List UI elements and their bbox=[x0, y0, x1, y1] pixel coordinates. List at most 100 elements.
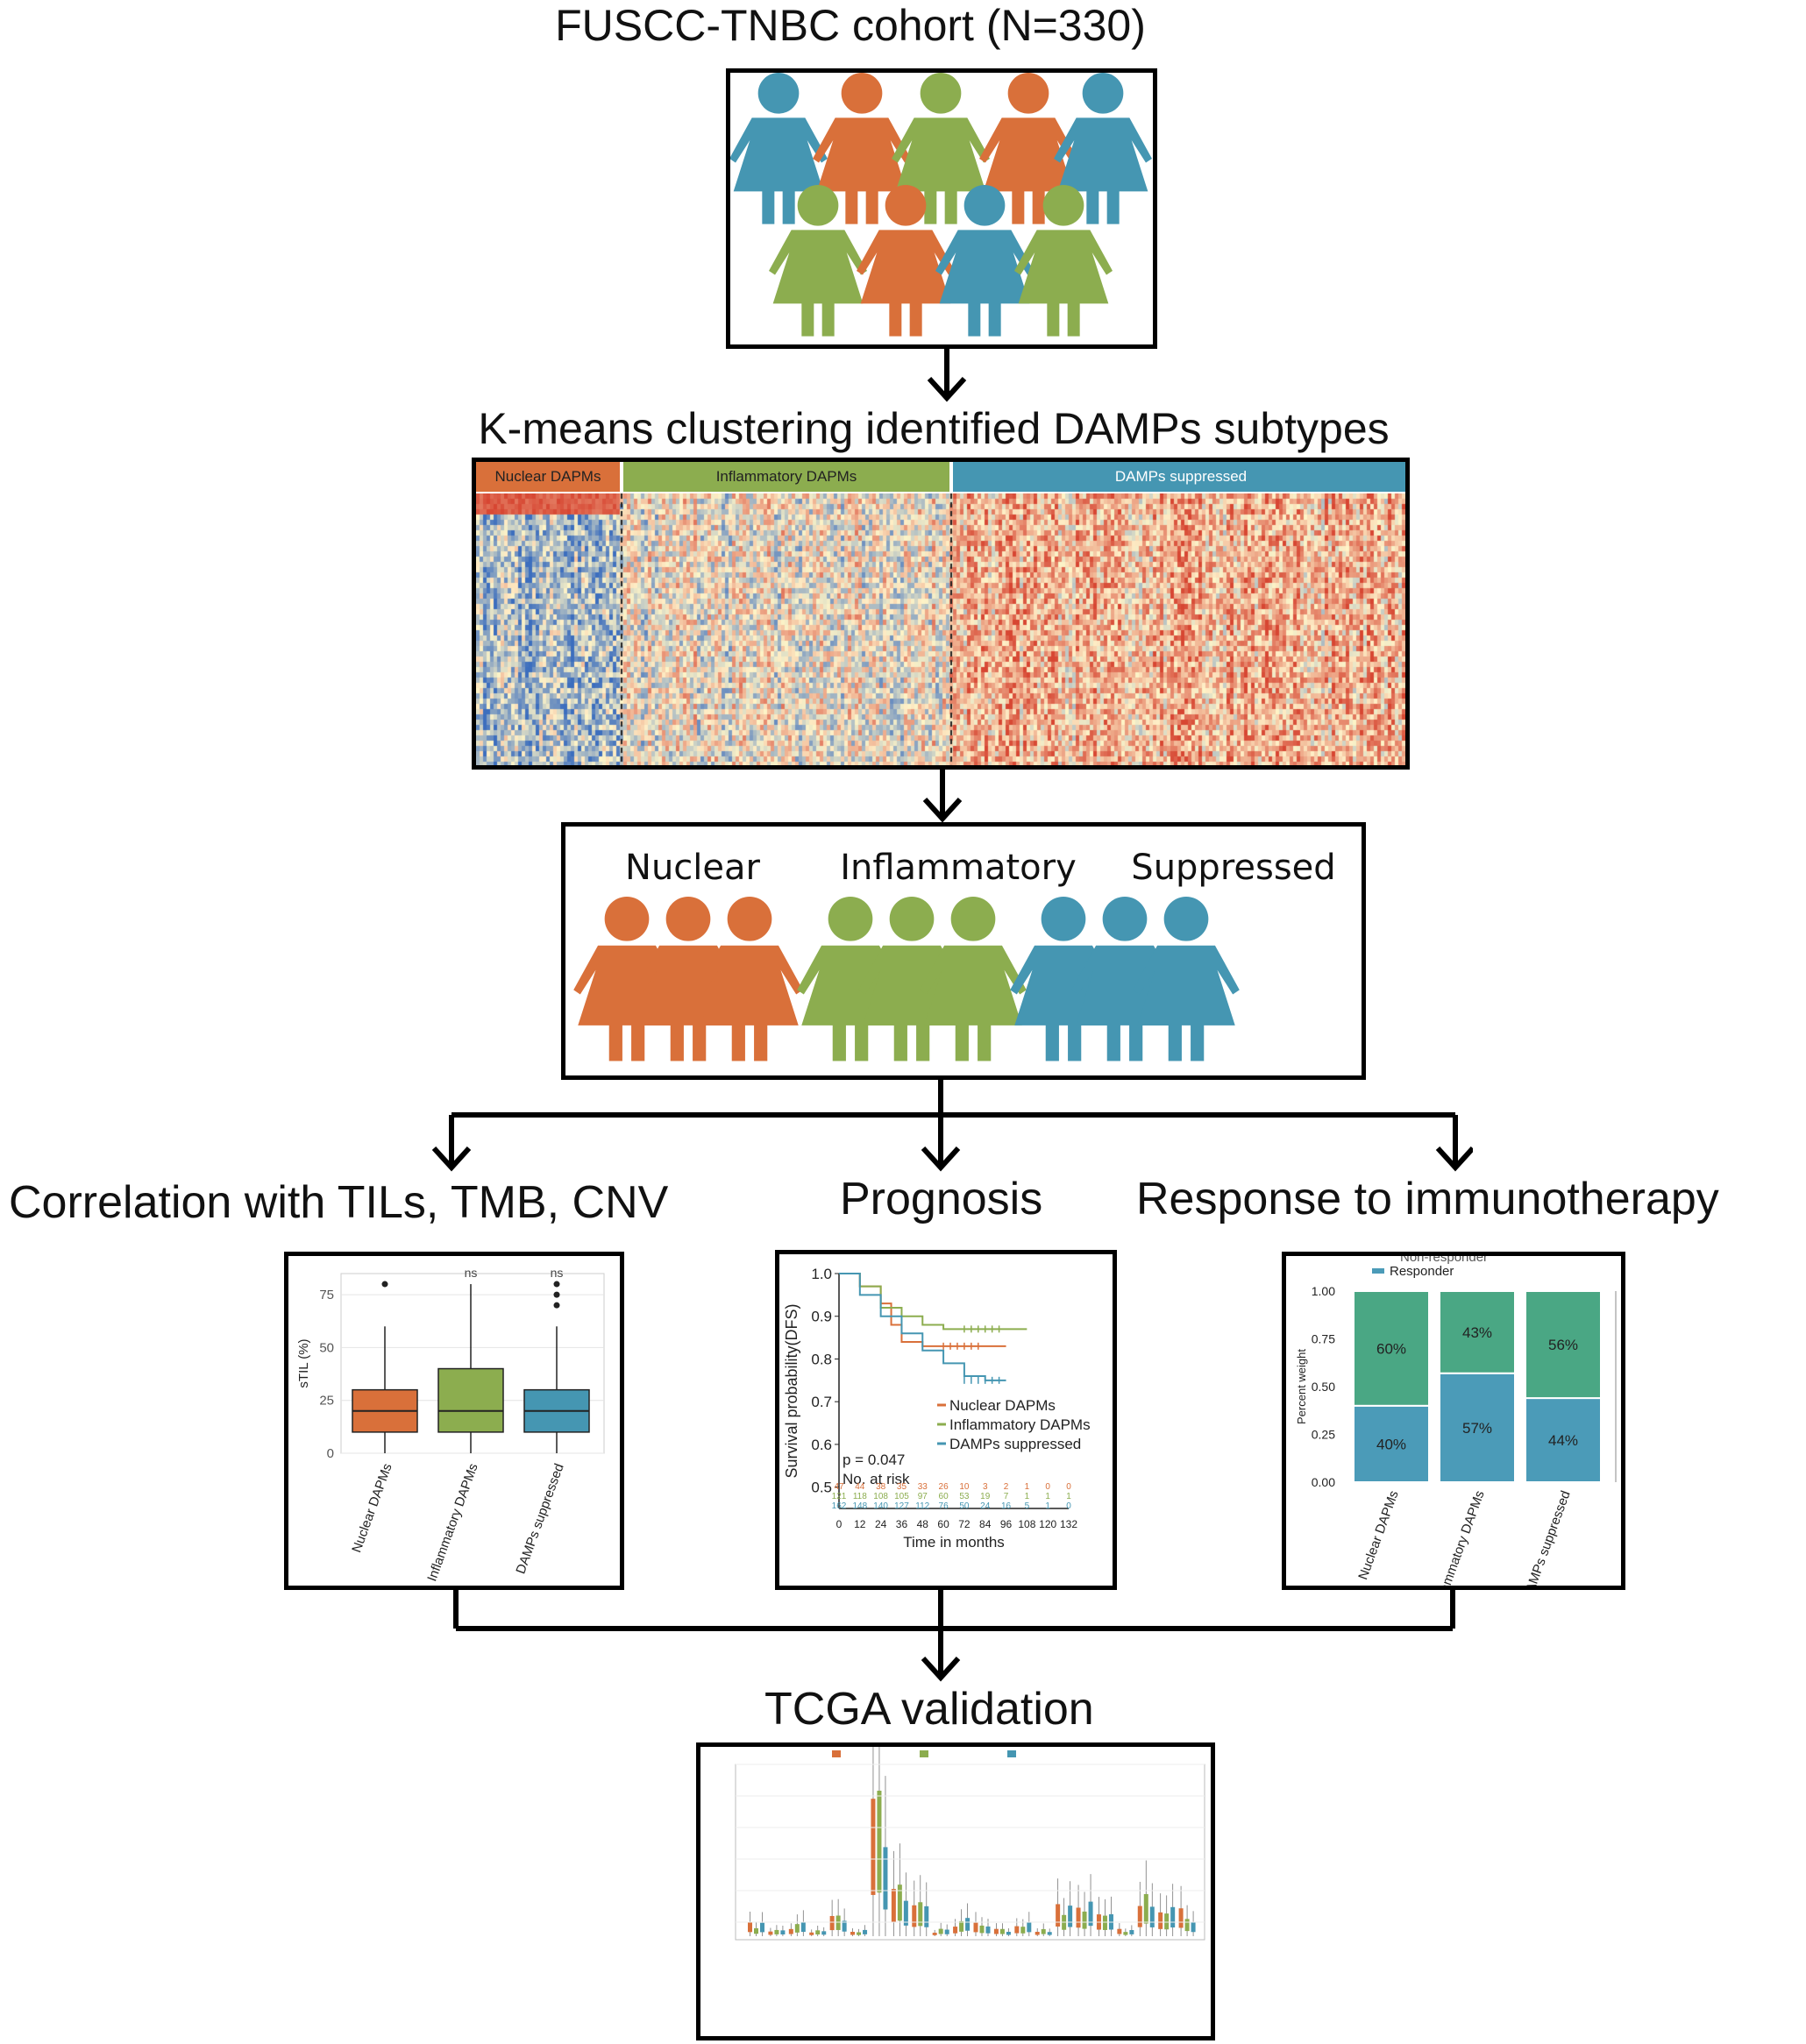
box bbox=[1170, 1906, 1176, 1928]
risk-table-cell: 35 bbox=[897, 1482, 907, 1492]
box bbox=[973, 1922, 978, 1933]
legend-swatch bbox=[832, 1750, 841, 1757]
box bbox=[871, 1799, 876, 1895]
risk-table-cell: 7 bbox=[1004, 1492, 1009, 1501]
box bbox=[748, 1922, 752, 1933]
box-outlier bbox=[381, 1281, 388, 1288]
risk-table-cell: 50 bbox=[959, 1501, 970, 1511]
x-tick-label: 108 bbox=[1018, 1518, 1035, 1530]
box bbox=[768, 1931, 773, 1935]
cohort-box bbox=[726, 68, 1157, 349]
y-tick-label: 0.50 bbox=[1312, 1380, 1335, 1394]
box bbox=[1035, 1932, 1040, 1935]
box bbox=[821, 1931, 827, 1935]
box bbox=[1082, 1911, 1087, 1929]
y-tick-label: 0.8 bbox=[811, 1351, 832, 1367]
merge-connector bbox=[453, 1590, 1455, 1682]
person-icon bbox=[729, 73, 828, 224]
risk-table-cell: 24 bbox=[980, 1501, 991, 1511]
box bbox=[1123, 1932, 1128, 1935]
risk-table-cell: 2 bbox=[1004, 1482, 1009, 1492]
correlation-title: Correlation with TILs, TMB, CNV bbox=[9, 1177, 669, 1228]
cohort-people bbox=[729, 73, 1152, 337]
p-value: p = 0.047 bbox=[843, 1451, 905, 1468]
x-tick-label: 24 bbox=[875, 1518, 887, 1530]
box bbox=[1014, 1926, 1020, 1934]
bar-label: 44% bbox=[1548, 1432, 1578, 1449]
bar-label: 40% bbox=[1376, 1436, 1406, 1452]
legend-swatch bbox=[1007, 1750, 1016, 1757]
prognosis-title: Prognosis bbox=[840, 1174, 1043, 1224]
branch-connector bbox=[431, 1080, 1473, 1172]
km-curve bbox=[839, 1273, 1006, 1381]
box bbox=[774, 1929, 779, 1934]
person-icon bbox=[696, 897, 803, 1061]
risk-table-cell: 44 bbox=[855, 1482, 865, 1492]
box bbox=[1047, 1932, 1052, 1935]
x-tick-label: 132 bbox=[1060, 1518, 1077, 1530]
y-tick-label: 1.00 bbox=[1312, 1284, 1335, 1298]
risk-table-cell: 108 bbox=[873, 1492, 888, 1501]
tcga-chart-box bbox=[696, 1742, 1215, 2040]
y-tick-label: 0.5 bbox=[811, 1480, 832, 1496]
x-tick-label: 72 bbox=[958, 1518, 971, 1530]
box bbox=[924, 1906, 929, 1927]
subtype-label-inflammatory: Inflammatory bbox=[840, 848, 1077, 888]
risk-table-cell: 162 bbox=[832, 1501, 847, 1511]
heatmap-group-inflammatory: Inflammatory DAPMs bbox=[623, 462, 949, 492]
risk-table-cell: 26 bbox=[939, 1482, 949, 1492]
bar-nonresponder bbox=[1525, 1290, 1602, 1400]
box bbox=[842, 1920, 847, 1932]
subtypes-box: Nuclear Inflammatory Suppressed bbox=[561, 822, 1366, 1080]
response-chart: Non-responderResponder1.000.750.500.250.… bbox=[1295, 1256, 1617, 1586]
bar-label: 43% bbox=[1462, 1324, 1492, 1341]
box bbox=[1164, 1913, 1170, 1930]
x-tick-label: 0 bbox=[836, 1518, 843, 1530]
y-tick-label: 0.7 bbox=[811, 1394, 832, 1410]
risk-table-cell: 33 bbox=[918, 1482, 928, 1492]
subtype-people bbox=[573, 897, 1240, 1061]
risk-table-cell: 140 bbox=[873, 1501, 888, 1511]
y-axis-label: sTIL (%) bbox=[296, 1338, 311, 1388]
person-icon bbox=[769, 185, 867, 337]
box bbox=[985, 1926, 991, 1934]
y-tick-label: 0.25 bbox=[1312, 1428, 1335, 1442]
box bbox=[1158, 1912, 1163, 1929]
y-tick-label: 0 bbox=[327, 1446, 334, 1461]
x-tick-label: 48 bbox=[917, 1518, 929, 1530]
tcga-title: TCGA validation bbox=[764, 1684, 1094, 1735]
person-icon bbox=[857, 185, 955, 337]
box bbox=[850, 1931, 856, 1935]
subtype-label-suppressed: Suppressed bbox=[1131, 848, 1336, 888]
box bbox=[857, 1932, 862, 1935]
person-icon bbox=[920, 897, 1027, 1061]
box bbox=[1056, 1904, 1061, 1927]
x-axis-label: Time in months bbox=[903, 1534, 1005, 1551]
risk-table-cell: 53 bbox=[959, 1492, 970, 1501]
x-tick-label: 60 bbox=[937, 1518, 949, 1530]
box-outlier bbox=[553, 1302, 560, 1309]
risk-table-cell: 1 bbox=[1025, 1482, 1030, 1492]
box bbox=[1068, 1906, 1073, 1927]
person-icon bbox=[813, 73, 911, 224]
box bbox=[835, 1915, 841, 1930]
x-tick-label: 36 bbox=[896, 1518, 908, 1530]
y-axis-label: Survival probability(DFS) bbox=[783, 1303, 800, 1478]
box bbox=[1006, 1932, 1011, 1935]
heatmap-box: Nuclear DAPMs Inflammatory DAPMs DAMPs s… bbox=[472, 458, 1410, 770]
heatmap-canvas bbox=[476, 493, 1405, 765]
y-tick-label: 75 bbox=[319, 1288, 334, 1302]
box bbox=[1027, 1922, 1032, 1933]
box bbox=[953, 1927, 958, 1934]
x-tick-label: 96 bbox=[1000, 1518, 1013, 1530]
box bbox=[999, 1928, 1005, 1934]
box bbox=[932, 1933, 937, 1935]
bar-label: 56% bbox=[1548, 1337, 1578, 1353]
box bbox=[912, 1905, 917, 1927]
subtype-label-nuclear: Nuclear bbox=[625, 848, 760, 888]
box bbox=[437, 1367, 504, 1433]
